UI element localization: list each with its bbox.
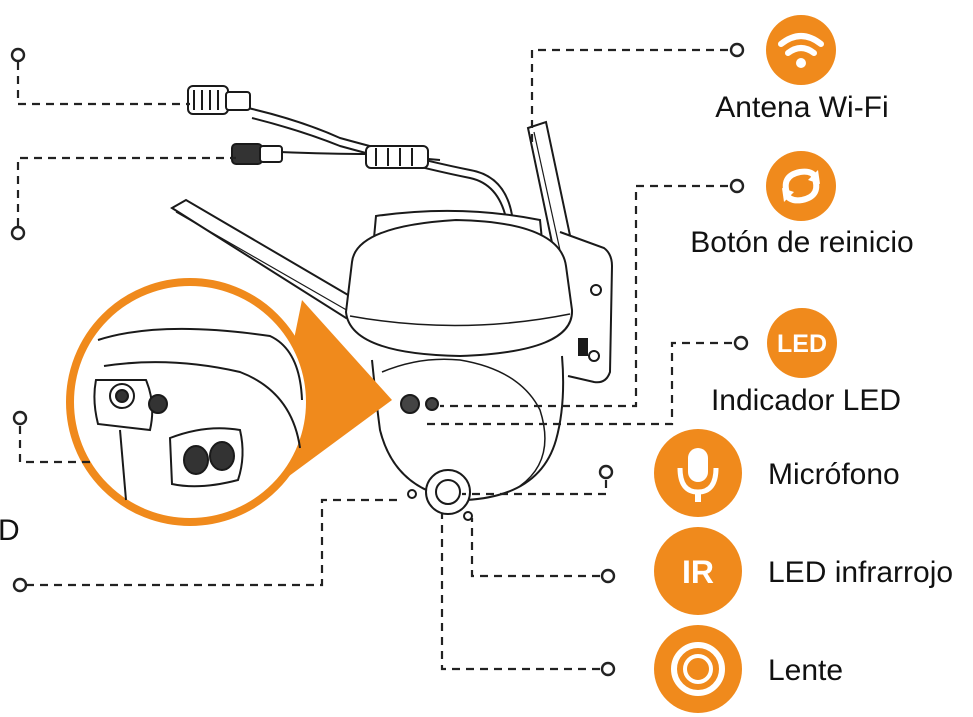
power-connector xyxy=(231,143,429,169)
leader-led xyxy=(426,341,732,426)
leader-lens xyxy=(440,514,600,671)
ir-badge-icon: IR xyxy=(654,527,742,615)
wifi-icon xyxy=(766,15,836,85)
ir-badge-text: IR xyxy=(682,554,714,590)
led-badge-icon: LED xyxy=(767,308,837,378)
label-wifi-antenna: Antena Wi-Fi xyxy=(715,91,888,124)
component-labels: Antena Wi-Fi Botón de reinicio Indicador… xyxy=(0,91,953,687)
leader-wifi xyxy=(530,48,728,142)
leader-lines xyxy=(16,48,732,671)
zoom-circle xyxy=(66,278,314,526)
leader-mic xyxy=(462,480,608,496)
leader-ir xyxy=(470,518,600,578)
microphone-icon xyxy=(654,429,742,517)
zoom-callout xyxy=(66,278,392,526)
camera-lower-head xyxy=(371,355,565,502)
label-cut-left: D xyxy=(0,514,20,547)
leader-bottom-left xyxy=(26,498,402,587)
led-badge-text: LED xyxy=(777,330,827,358)
leader-top-left-2 xyxy=(16,156,236,226)
label-microphone: Micrófono xyxy=(768,458,900,491)
leader-top-left-1 xyxy=(16,62,190,106)
wall-bracket xyxy=(559,231,614,384)
lens-icon xyxy=(654,625,742,713)
camera-illustration xyxy=(170,85,614,521)
label-infrared-led: LED infrarrojo xyxy=(768,556,953,589)
leader-reset xyxy=(440,184,728,408)
reset-icon xyxy=(766,151,836,221)
leader-end-circles xyxy=(10,42,749,677)
ethernet-connector xyxy=(187,85,251,115)
label-reset-button: Botón de reinicio xyxy=(690,226,913,259)
label-led-indicator: Indicador LED xyxy=(711,384,901,417)
leader-left-mid xyxy=(18,426,94,464)
camera-upper-dome xyxy=(344,218,574,358)
label-lens: Lente xyxy=(768,654,843,687)
